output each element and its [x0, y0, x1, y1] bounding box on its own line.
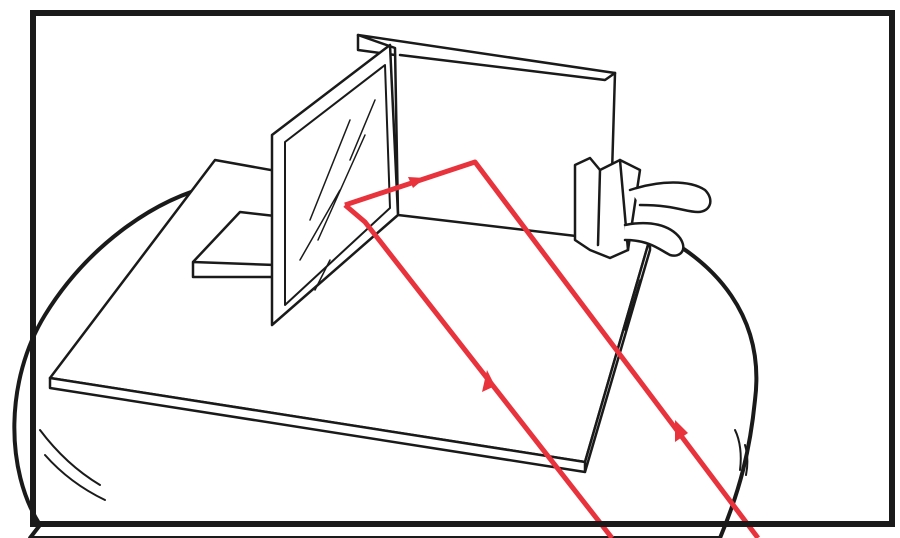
glass-plate-inner	[284, 64, 391, 306]
ray-inner	[343, 203, 614, 538]
board-texture	[599, 279, 641, 421]
binder-clip	[573, 156, 712, 260]
glass-reflections	[299, 99, 376, 291]
arrow-icon	[408, 177, 425, 188]
ray-outer	[344, 159, 760, 538]
frame	[30, 10, 895, 527]
cushion-shading	[39, 429, 749, 501]
arrow-icon	[675, 420, 688, 442]
ray-arrows	[408, 177, 688, 442]
arrow-icon	[482, 370, 495, 392]
light-ray	[343, 159, 760, 538]
